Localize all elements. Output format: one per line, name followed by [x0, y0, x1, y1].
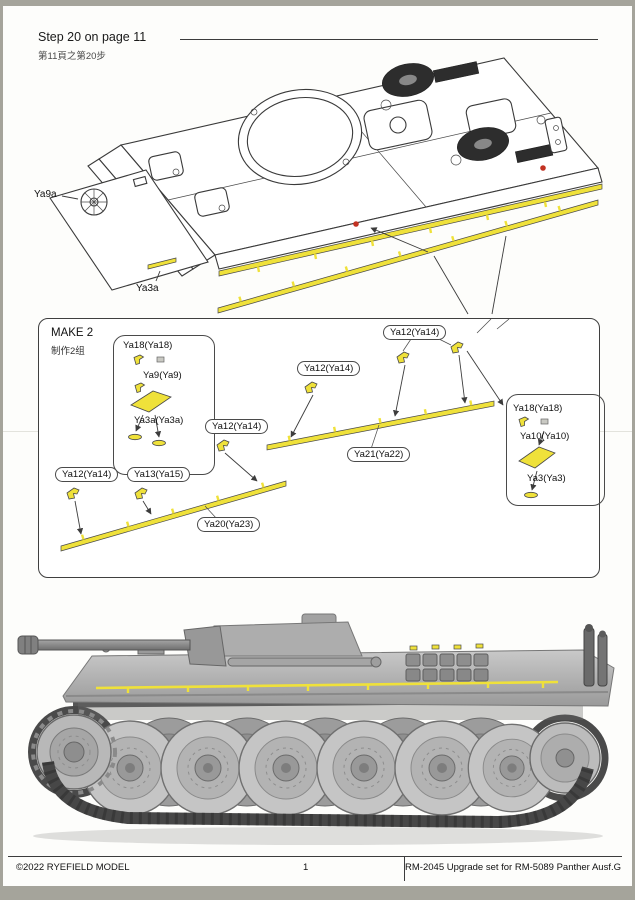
callout-ya12-b: Ya12(Ya14)	[383, 325, 447, 340]
callout-ya9: Ya9(Ya9)	[143, 370, 182, 381]
make-box-title: MAKE 2	[51, 327, 94, 339]
footer-divider	[404, 857, 405, 881]
pe-rail-on-hull	[218, 183, 603, 277]
callout-ya18-left: Ya18(Ya18)	[123, 340, 173, 351]
footer-page-number: 1	[303, 862, 309, 873]
footer-copyright: ©2022 RYEFIELD MODEL	[16, 862, 130, 873]
exhaust-pipes	[583, 624, 608, 687]
hanger-brackets	[66, 318, 510, 535]
turret-ring	[237, 88, 363, 186]
callout-ya18-right: Ya18(Ya18)	[513, 403, 563, 414]
pe-rail-detached	[217, 199, 599, 314]
gun-barrel	[17, 635, 191, 655]
pe-rail-ya20	[60, 480, 287, 552]
footer-product-title: RM-2045 Upgrade set for RM-5089 Panther …	[405, 862, 621, 873]
callout-ya12-a: Ya12(Ya14)	[297, 361, 361, 376]
pe-part-ya3a	[147, 257, 177, 282]
left-variant-group-box	[113, 335, 215, 475]
make-box-subtitle: 制作2组	[51, 346, 85, 357]
label-leaders	[204, 424, 380, 520]
step-title-chinese: 第11頁之第20步	[38, 51, 106, 62]
callout-ya12-c: Ya12(Ya14)	[205, 419, 269, 434]
pe-rail-highlight	[95, 680, 559, 693]
callout-ya21: Ya21(Ya22)	[347, 447, 411, 462]
track-bottom	[42, 760, 594, 829]
spare-track-rack	[405, 643, 489, 682]
step-title: Step 20 on page 11	[38, 30, 147, 44]
callout-ya3a: Ya3a(Ya3a)	[134, 415, 184, 426]
idler-wheel	[529, 722, 601, 794]
footer-rule	[8, 856, 622, 857]
crew-hatches	[148, 151, 230, 217]
right-variant-group-box	[506, 394, 605, 506]
make-2-assembly-box: MAKE 2 制作2组	[38, 318, 605, 578]
label-ya9a: Ya9a	[34, 189, 57, 200]
engine-deck	[363, 61, 568, 166]
left-group-parts	[128, 354, 172, 447]
ground-shadow	[33, 827, 603, 845]
road-wheels	[82, 717, 557, 816]
assembly-arrows	[61, 165, 546, 315]
pe-rail-ya21	[266, 400, 495, 451]
callout-ya13: Ya13(Ya15)	[127, 467, 191, 482]
header-rule	[180, 39, 598, 40]
scan-edge-right	[632, 0, 635, 900]
callout-ya12-d: Ya12(Ya14)	[55, 467, 119, 482]
make-box-diagram	[60, 318, 556, 552]
turret	[183, 613, 363, 667]
callout-ya20: Ya20(Ya23)	[197, 517, 261, 532]
scan-edge-left	[0, 0, 3, 900]
right-group-parts	[518, 416, 556, 499]
hull-top-diagram	[49, 57, 603, 315]
scan-edge-bottom	[0, 886, 635, 900]
panther-side-view	[17, 613, 615, 845]
scan-edge-top	[0, 0, 635, 6]
callout-ya10: Ya10(Ya10)	[520, 431, 570, 442]
callout-ya3: Ya3(Ya3)	[527, 473, 566, 484]
label-ya3a: Ya3a	[136, 283, 159, 294]
